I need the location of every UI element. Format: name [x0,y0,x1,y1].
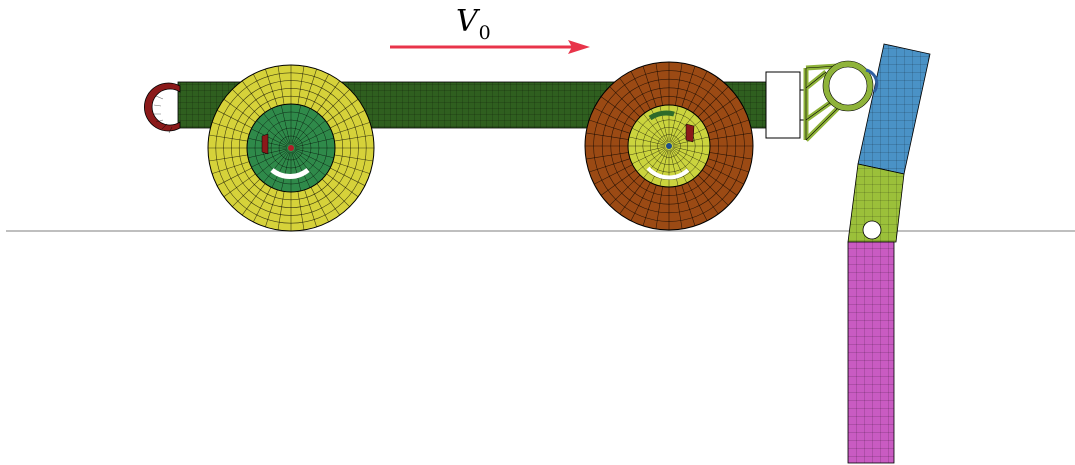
rear-hook [144,82,181,134]
barrier-post [847,43,931,464]
post-bottom-section [847,241,895,464]
post-top-section [857,43,931,175]
bumper-block [765,71,801,139]
contact-arc [865,68,879,93]
coupler-frame [799,60,874,142]
velocity-arrow [390,40,590,54]
velocity-subscript: 0 [478,22,491,44]
velocity-label: V0 [456,4,491,44]
rear-wheel [207,64,375,232]
post-middle-section [847,163,905,243]
velocity-symbol: V [456,4,478,39]
front-wheel [584,61,754,231]
